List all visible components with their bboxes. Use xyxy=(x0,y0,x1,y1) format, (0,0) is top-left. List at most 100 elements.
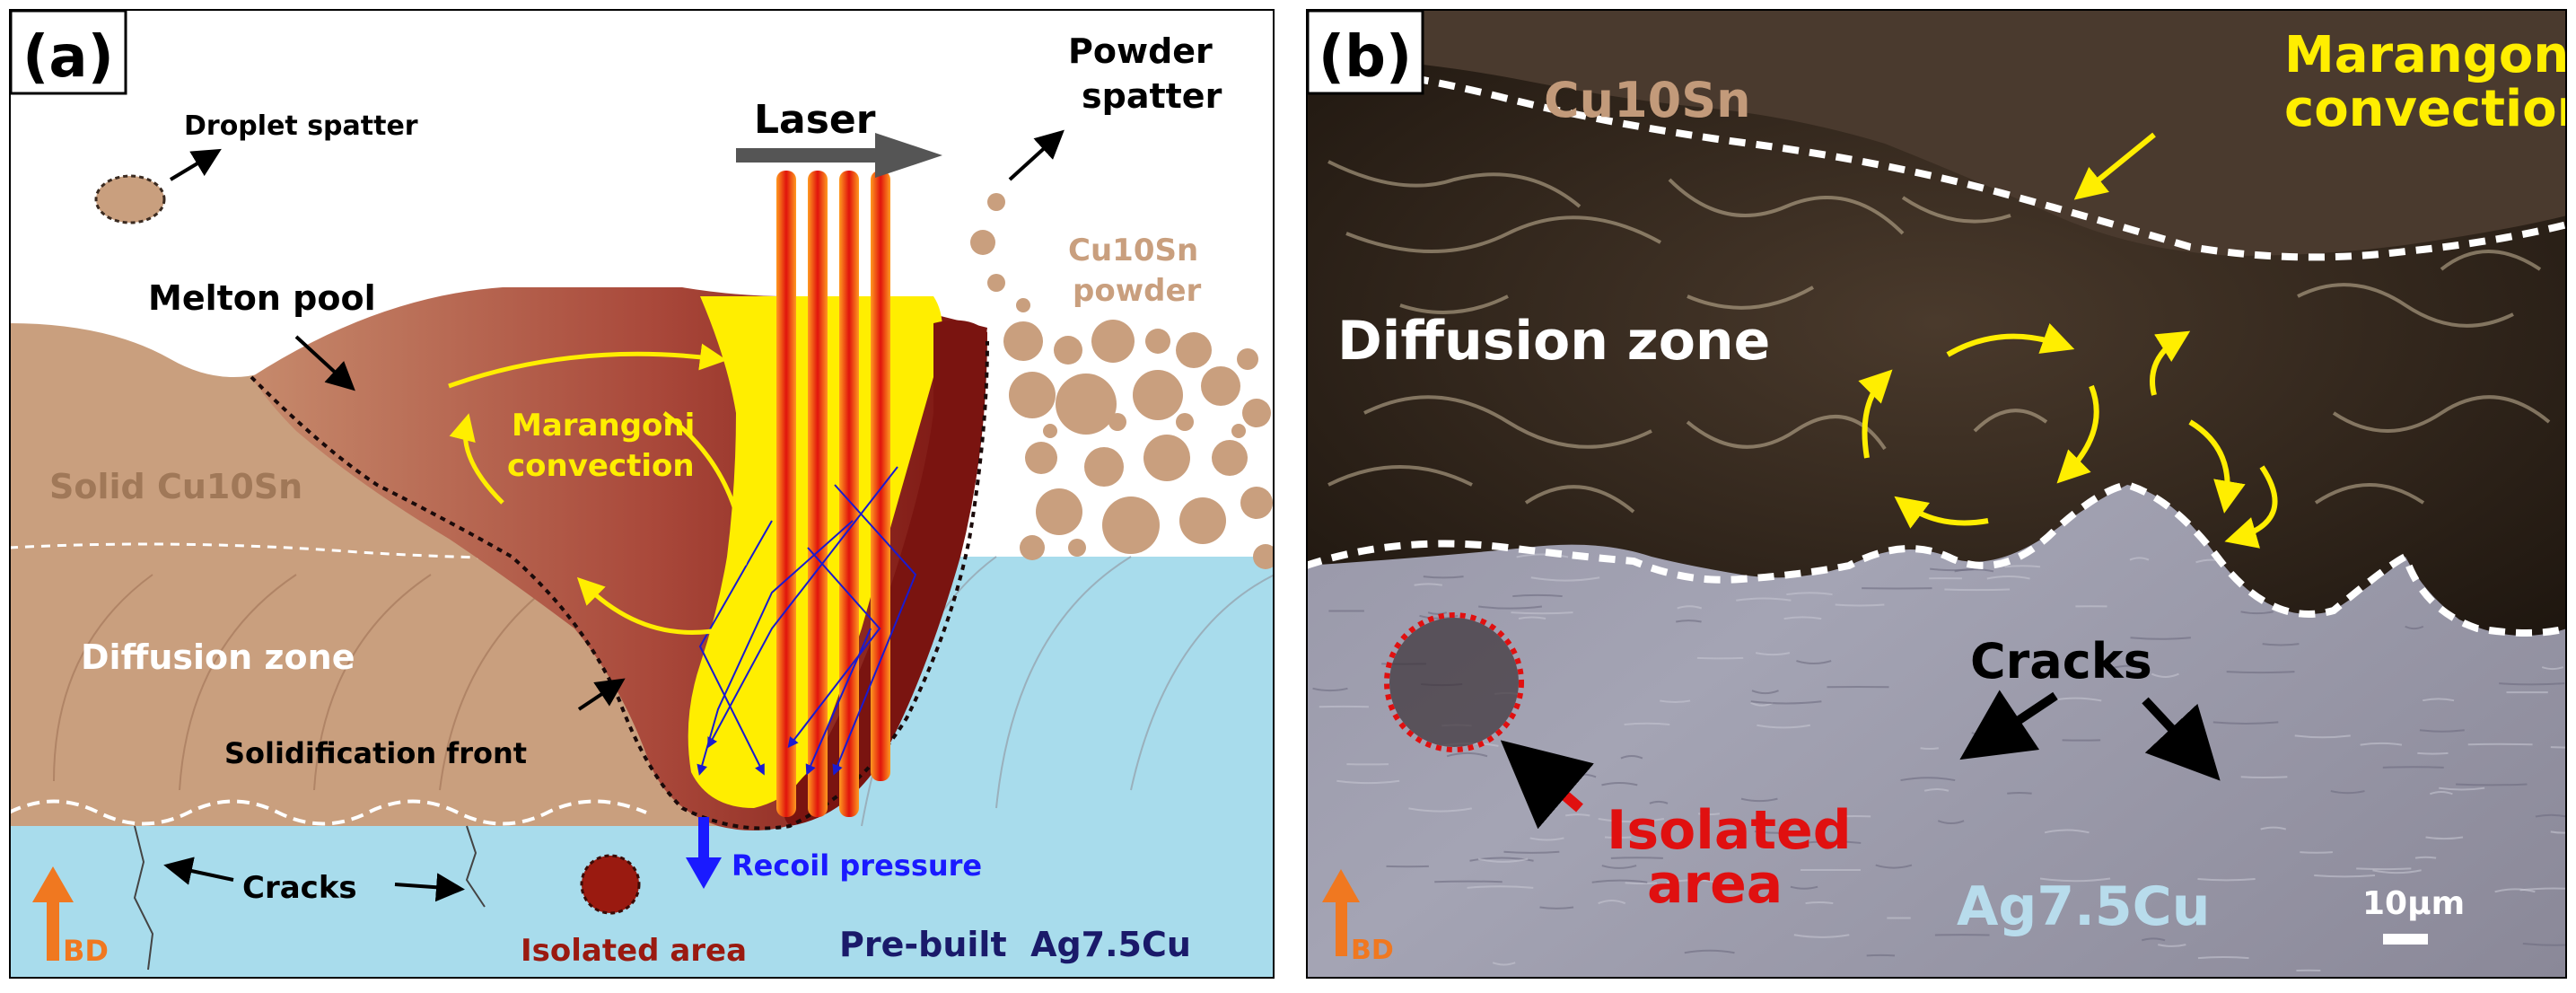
powder-particle xyxy=(1025,442,1057,474)
ag-texture-stroke xyxy=(1598,899,1626,905)
isolated-label-b-2: area xyxy=(1647,853,1783,916)
marangoni-arrows-a xyxy=(448,343,757,635)
ag-texture-stroke xyxy=(2262,643,2300,646)
solid-cu10sn-label: Solid Cu10Sn xyxy=(49,467,302,506)
ag-texture-stroke xyxy=(2425,836,2464,840)
panel-a: (a) Droplet spatter Laser Powder spatter… xyxy=(9,9,1275,979)
powder-particle xyxy=(1237,348,1258,370)
crack-arrows-b xyxy=(1959,690,2221,781)
ag-texture-stroke xyxy=(2044,829,2090,834)
ag-texture-stroke xyxy=(1516,553,1569,558)
powder-spatter-label-1: Powder xyxy=(1068,31,1213,71)
ag-texture-stroke xyxy=(1511,611,1573,615)
ag-texture-stroke xyxy=(1755,652,1791,656)
diffusion-zone-label-a: Diffusion zone xyxy=(81,637,355,677)
swirl-stroke xyxy=(1327,465,1473,487)
cracks-label-a: Cracks xyxy=(242,870,357,906)
ag-texture-stroke xyxy=(1796,660,1832,665)
ag-texture-stroke xyxy=(2422,698,2455,702)
swirl-stroke xyxy=(1363,395,1652,449)
powder-particle xyxy=(1133,370,1183,420)
ag-texture-stroke xyxy=(2039,877,2111,883)
ag-texture-stroke xyxy=(1591,879,1648,883)
recoil-pressure-label: Recoil pressure xyxy=(732,848,982,883)
ag-texture-stroke xyxy=(1598,818,1665,823)
powder-particle xyxy=(1108,413,1126,431)
ag-texture-stroke xyxy=(1920,747,1940,751)
ag-texture-stroke xyxy=(2158,944,2186,947)
annotation-arrows-a xyxy=(163,129,1065,902)
ag-texture-stroke xyxy=(1478,605,1542,610)
ag-texture-stroke xyxy=(1677,605,1703,610)
ag-texture-stroke xyxy=(1408,807,1472,813)
scale-bar xyxy=(2383,934,2428,945)
powder-particle xyxy=(1231,424,1246,438)
powder-particle xyxy=(1020,535,1045,560)
ag-texture-stroke xyxy=(1492,962,1516,966)
pool-right-wall xyxy=(784,320,987,827)
marangoni-label-a-2: convection xyxy=(507,448,695,484)
panel-b-label-box xyxy=(1306,9,1424,95)
ag-texture-stroke xyxy=(1503,850,1560,854)
ag-texture-stroke xyxy=(2240,776,2288,778)
ag-texture-stroke xyxy=(2550,746,2567,749)
swirl-stroke xyxy=(2332,395,2551,433)
ag-texture-stroke xyxy=(2439,786,2485,791)
swirl-texture xyxy=(1327,160,2551,514)
swirl-stroke xyxy=(2297,283,2514,328)
ag-texture-stroke xyxy=(1666,879,1721,884)
bd-arrow-a xyxy=(32,866,74,961)
ag-texture-stroke xyxy=(1937,820,1965,825)
powder-particle xyxy=(1176,413,1194,431)
scale-label: 10μm xyxy=(2362,885,2465,922)
powder-particle xyxy=(1009,372,1056,418)
ag-texture-stroke xyxy=(1620,754,1643,760)
ag-label-b: Ag7.5Cu xyxy=(1957,875,2210,938)
ag-texture-stroke xyxy=(1750,700,1822,705)
ag-texture-stroke xyxy=(1427,611,1448,615)
swirl-stroke xyxy=(1973,409,2048,433)
ag-texture-stroke xyxy=(1477,857,1529,863)
melton-pool-label: Melton pool xyxy=(148,278,376,318)
ag-texture-stroke xyxy=(2314,874,2376,878)
laser-label: Laser xyxy=(754,97,876,143)
ag-texture-stroke xyxy=(2414,856,2437,859)
ag-texture-stroke xyxy=(1757,724,1811,729)
cracks-label-b: Cracks xyxy=(1970,633,2152,690)
powder-particle xyxy=(1056,373,1117,435)
swirl-stroke xyxy=(1327,160,1582,208)
cu10sn-region xyxy=(1306,9,2567,256)
ag-texture-stroke xyxy=(2535,813,2567,818)
powder-particle xyxy=(1091,320,1135,363)
ag-texture-stroke xyxy=(2260,826,2287,830)
powder-particle xyxy=(1102,496,1160,554)
bd-arrow-b xyxy=(1322,869,1360,956)
swirl-stroke xyxy=(1687,286,1814,310)
ag-texture-stroke xyxy=(1312,687,1348,692)
laser-beams xyxy=(776,171,890,817)
ag-texture-stroke xyxy=(2129,557,2150,561)
ag-texture-stroke xyxy=(2494,888,2536,893)
ag-texture-stroke xyxy=(1601,781,1638,786)
ag-texture-stroke xyxy=(1923,787,1950,792)
powder-label-2: powder xyxy=(1073,273,1202,309)
wavy-boundary-line xyxy=(9,799,647,826)
ag-texture-stroke xyxy=(1930,567,1979,572)
powder-spatter-label-2: spatter xyxy=(1082,76,1222,116)
swirl-stroke xyxy=(1686,415,1887,451)
powder-particle xyxy=(1084,447,1124,487)
powder-particle xyxy=(1068,539,1086,557)
ag-texture-stroke xyxy=(1530,576,1600,582)
powder-particle xyxy=(1212,440,1248,476)
ag-texture-stroke xyxy=(1601,865,1637,869)
lower-boundary xyxy=(1306,480,2567,637)
powder-particle xyxy=(1003,321,1043,361)
marangoni-label-b-1: Marangoni xyxy=(2284,26,2576,84)
powder-particle xyxy=(1176,332,1212,368)
marangoni-label-b-2: convection xyxy=(2284,80,2576,138)
powder-particle xyxy=(970,230,995,255)
powder-particle xyxy=(1179,497,1226,544)
isolated-area-dark xyxy=(1389,618,1519,747)
ag-texture-stroke xyxy=(1624,722,1670,725)
ag-texture-stroke xyxy=(1790,885,1818,890)
